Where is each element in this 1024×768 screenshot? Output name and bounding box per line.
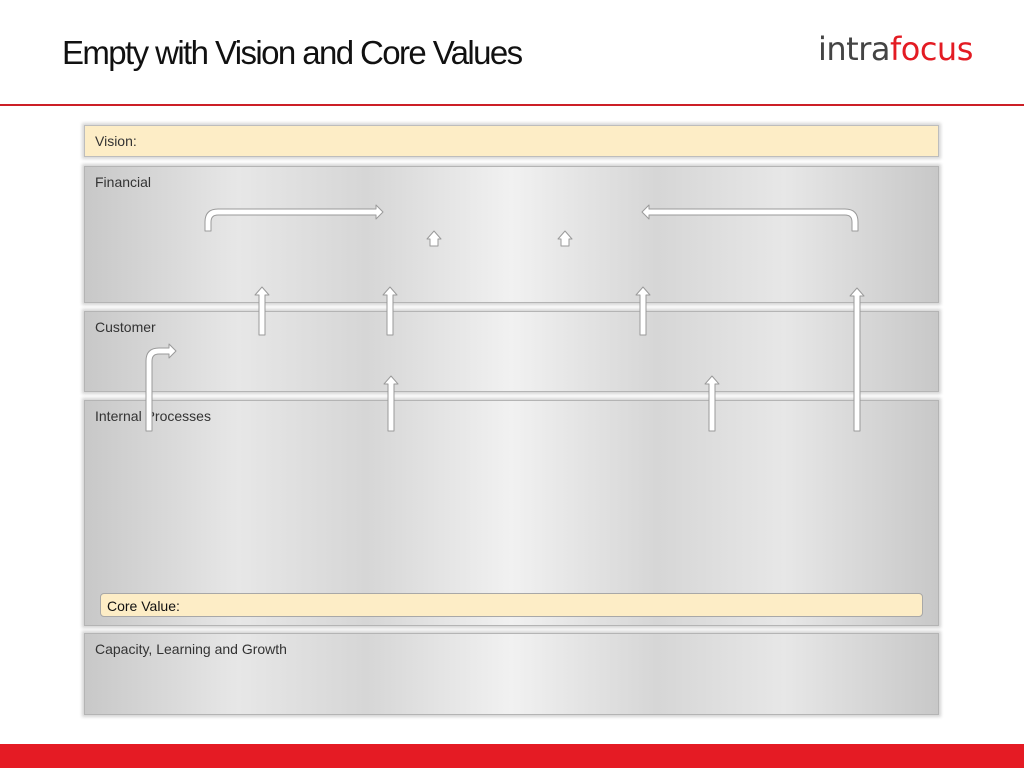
page-title: Empty with Vision and Core Values — [62, 34, 523, 71]
intrafocus-logo: intrafocus — [818, 30, 973, 68]
up-arrow-customer-financial-2 — [382, 286, 398, 336]
up-arrow-customer-financial-1 — [254, 286, 270, 336]
header-divider — [0, 104, 1024, 106]
up-arrow-internal-customer-2 — [704, 375, 720, 432]
small-up-arrow-1 — [426, 230, 442, 247]
vision-label: Vision: — [95, 133, 137, 149]
curved-arrow-internal-customer — [145, 343, 177, 432]
vision-box[interactable]: Vision: — [84, 125, 939, 157]
curved-arrow-left-financial — [641, 204, 859, 232]
customer-label: Customer — [95, 319, 156, 335]
financial-label: Financial — [95, 174, 152, 190]
up-arrow-internal-customer-1 — [383, 375, 399, 432]
small-up-arrow-2 — [557, 230, 573, 247]
internal-processes-band[interactable]: Internal Processes — [84, 400, 939, 626]
footer-bar — [0, 744, 1024, 768]
curved-arrow-right-financial — [204, 204, 384, 232]
core-value-box[interactable]: Core Value: — [100, 593, 923, 617]
core-value-label: Core Value: — [107, 598, 180, 614]
up-arrow-customer-financial-3 — [635, 286, 651, 336]
long-up-arrow-internal-financial — [849, 287, 865, 432]
internal-processes-label: Internal Processes — [95, 408, 211, 424]
capacity-learning-growth-label: Capacity, Learning and Growth — [95, 641, 287, 657]
logo-intra-text: intra — [818, 30, 890, 68]
customer-band[interactable]: Customer — [84, 311, 939, 392]
financial-band[interactable]: Financial — [84, 166, 939, 303]
capacity-learning-growth-band[interactable]: Capacity, Learning and Growth — [84, 633, 939, 715]
logo-focus-text: focus — [889, 30, 973, 68]
